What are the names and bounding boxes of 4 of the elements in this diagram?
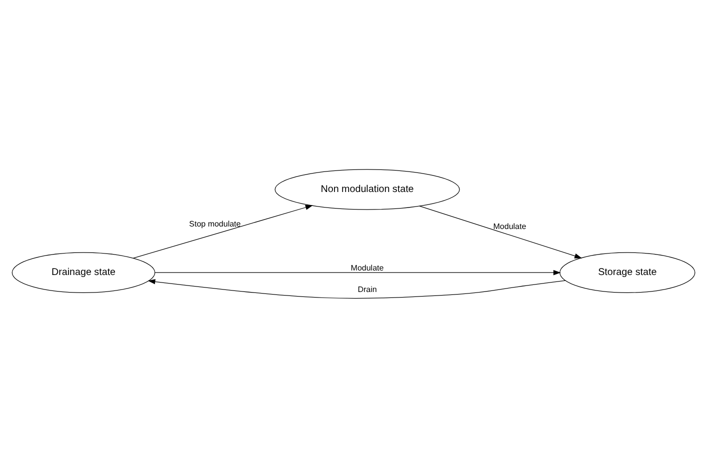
arrow <box>148 279 566 299</box>
arrow <box>132 204 313 258</box>
arrow <box>154 270 561 276</box>
arrow <box>419 206 582 258</box>
